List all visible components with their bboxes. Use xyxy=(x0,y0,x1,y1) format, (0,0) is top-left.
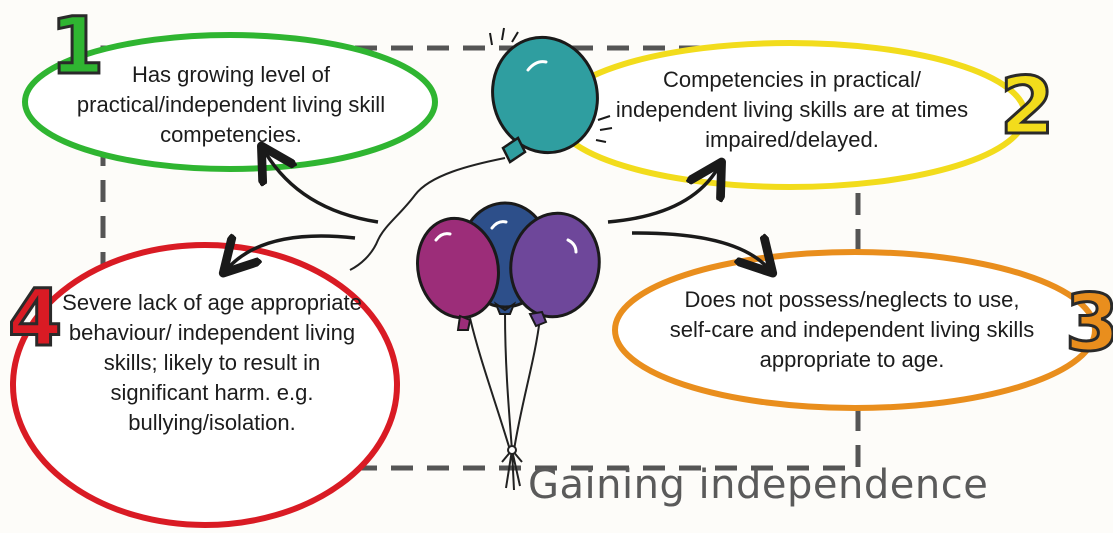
stage-3-number: 3 xyxy=(1063,279,1113,369)
stage-4-ellipse xyxy=(10,242,400,528)
stage-3-ellipse xyxy=(612,249,1098,411)
stage-4-text: Severe lack of age appropriate behaviour… xyxy=(62,290,362,435)
stage-4-number: 4 xyxy=(6,274,63,364)
diagram-title: Gaining independence xyxy=(528,462,989,508)
arrow-to-stage-1 xyxy=(265,152,379,224)
stage-1-text: Has growing level of practical/independe… xyxy=(76,62,386,147)
teal-balloon-string xyxy=(349,157,506,271)
magenta-balloon-icon xyxy=(416,216,500,331)
stage-1-ellipse xyxy=(22,32,438,172)
arrow-to-stage-3 xyxy=(631,231,768,268)
balloon-strings xyxy=(469,311,541,491)
stage-2-text: Competencies in practical/ independent l… xyxy=(615,67,969,152)
stage-1-number: 1 xyxy=(48,2,105,92)
teal-balloon-icon xyxy=(489,27,613,164)
arrow-to-stage-2 xyxy=(607,168,718,224)
dashed-frame xyxy=(100,45,861,471)
purple-balloon-icon xyxy=(509,211,601,328)
arrow-to-stage-4 xyxy=(228,236,356,268)
stage-3-text: Does not possess/neglects to use, self-c… xyxy=(669,287,1035,372)
stage-2-number: 2 xyxy=(998,62,1055,152)
